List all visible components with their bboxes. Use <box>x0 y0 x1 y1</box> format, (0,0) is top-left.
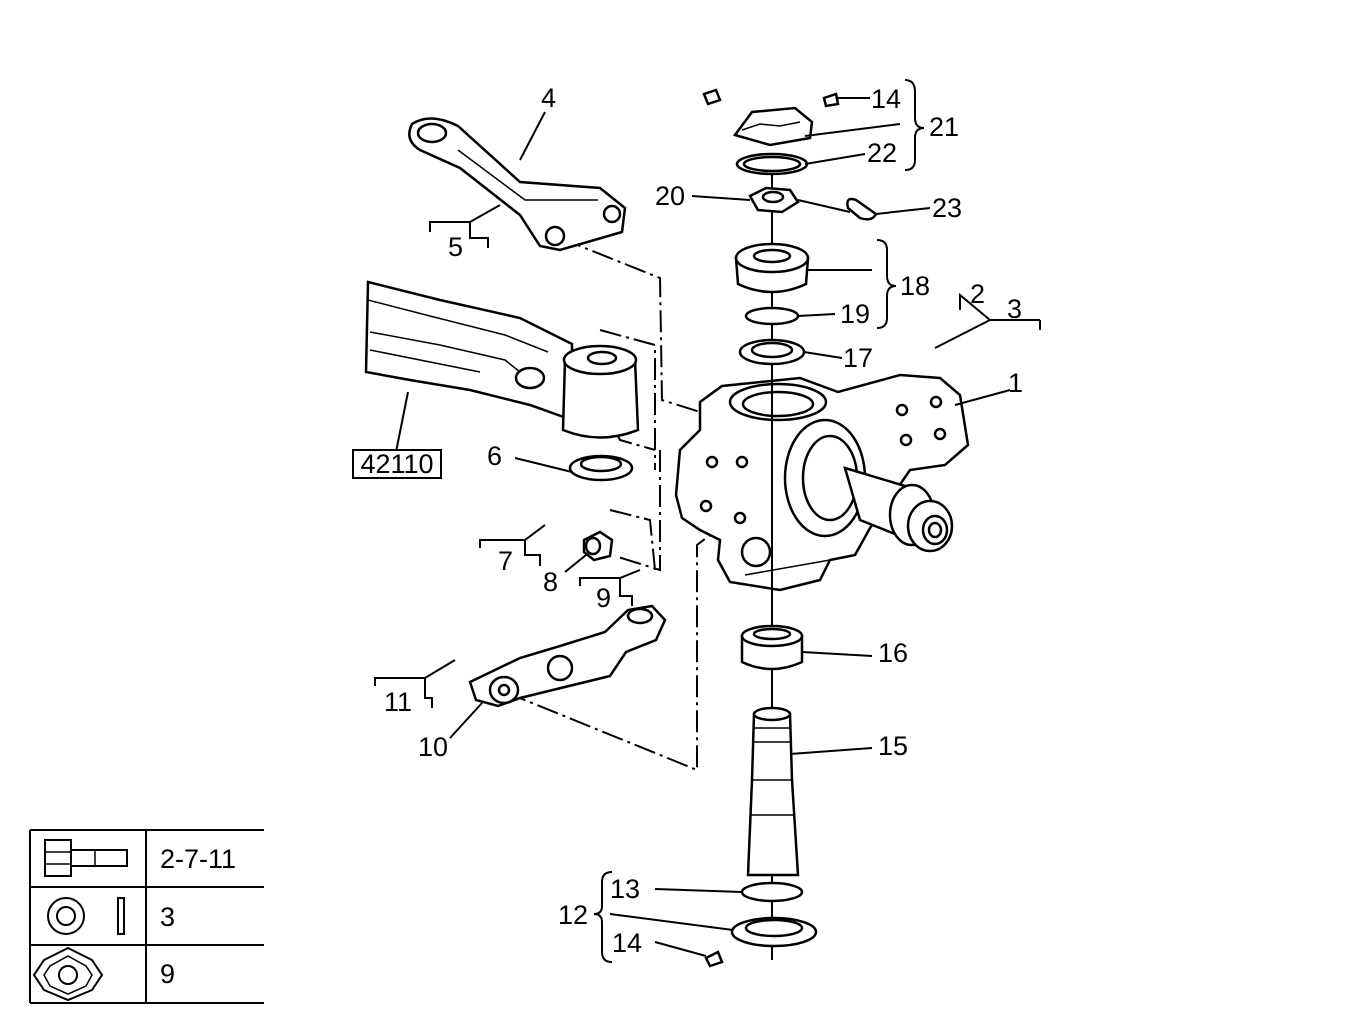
callout-11: 11 <box>384 687 412 717</box>
callout-10: 10 <box>418 732 448 762</box>
callout-22: 22 <box>867 138 897 168</box>
small-bushing <box>582 530 614 562</box>
callout-16: 16 <box>878 638 908 668</box>
cotter-pin-23 <box>846 197 878 221</box>
callout-6: 6 <box>487 441 502 471</box>
top-cap <box>702 88 840 147</box>
callout-8: 8 <box>543 567 558 597</box>
leader-lines <box>374 79 1041 963</box>
callout-23: 23 <box>932 193 962 223</box>
callout-3: 3 <box>1007 294 1022 324</box>
upper-steering-arm <box>408 117 627 252</box>
callout-12: 12 <box>558 900 588 930</box>
callout-21: 21 <box>929 112 959 142</box>
bolt-icon <box>44 839 128 877</box>
callout-4: 4 <box>541 83 556 113</box>
callout-9: 9 <box>596 583 611 613</box>
bearing-race-17 <box>738 338 806 366</box>
callout-19: 19 <box>840 299 870 329</box>
callout-14-bottom: 14 <box>612 928 642 958</box>
leader-42110 <box>395 391 409 453</box>
fastener-legend: 2-7-11 3 9 <box>29 829 264 1004</box>
callout-13: 13 <box>610 874 640 904</box>
hex-nut-icon <box>32 946 104 1002</box>
ring-13 <box>740 881 804 903</box>
callout-labels: 1 2 3 4 5 6 7 8 9 10 11 12 13 14 14 15 1… <box>384 83 1023 958</box>
reference-box-42110 <box>352 449 442 479</box>
lower-steering-arm <box>468 604 667 708</box>
reference-box-label: 42110 <box>360 449 433 479</box>
legend-nut-label: 9 <box>160 959 175 989</box>
callout-14-top: 14 <box>871 84 901 114</box>
bushing-16 <box>740 624 804 671</box>
legend-bolt-label: 2-7-11 <box>160 844 236 874</box>
steering-knuckle <box>674 373 970 592</box>
axle-beam <box>364 280 640 439</box>
bushing-ring <box>568 454 634 482</box>
legend-washer-label: 3 <box>160 902 175 932</box>
callout-5: 5 <box>448 232 463 262</box>
callout-2: 2 <box>970 279 985 309</box>
bottom-cap-12 <box>704 916 818 968</box>
callout-7: 7 <box>498 546 513 576</box>
castle-nut-20 <box>748 186 800 214</box>
callout-18: 18 <box>900 271 930 301</box>
assembly-centerlines <box>504 237 711 772</box>
washer-icon <box>47 897 125 935</box>
callout-15: 15 <box>878 731 908 761</box>
callout-1: 1 <box>1008 368 1023 398</box>
callout-20: 20 <box>655 181 685 211</box>
bearing-18 <box>734 242 810 294</box>
kingpin-15 <box>746 706 800 877</box>
seal-ring-22 <box>735 152 809 176</box>
ring-19 <box>744 306 800 326</box>
callout-17: 17 <box>843 343 873 373</box>
